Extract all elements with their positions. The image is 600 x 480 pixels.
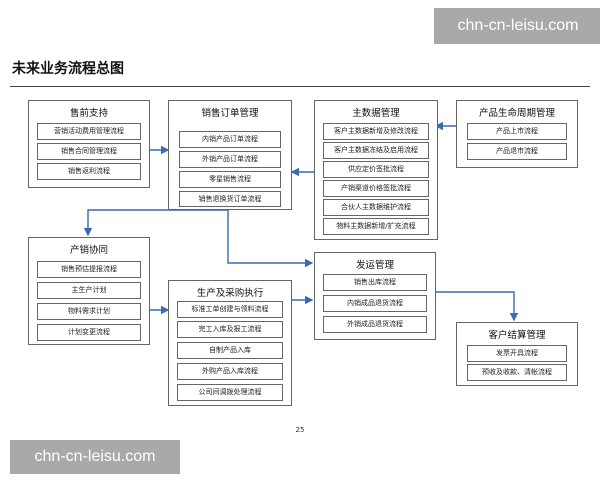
title-divider	[10, 86, 590, 87]
group-customer-settlement-management: 客户结算管理 发票开具流程 预收及收款、清帐流程	[456, 322, 578, 386]
group-presales-support: 售前支持 营销活动费用管理流程 销售合同管理流程 销售返利流程	[28, 100, 150, 188]
arrow-shipping-to-settlement	[434, 291, 519, 322]
page-number: 25	[295, 426, 305, 434]
process-item[interactable]: 物料需求计划	[37, 303, 141, 320]
process-item[interactable]: 销售退换货订单流程	[179, 191, 281, 207]
process-item[interactable]: 零星销售流程	[179, 171, 281, 188]
group-title: 发运管理	[355, 260, 394, 271]
process-item[interactable]: 销售预估提报流程	[37, 261, 141, 278]
group-title: 销售订单管理	[201, 108, 259, 119]
process-item[interactable]: 自制产品入库	[177, 342, 283, 359]
process-item[interactable]: 外销成品退货流程	[323, 316, 427, 333]
process-item[interactable]: 产品退市流程	[467, 143, 567, 160]
process-item[interactable]: 外购产品入库流程	[177, 363, 283, 380]
process-item[interactable]: 预收及收款、清帐流程	[467, 364, 567, 381]
group-master-data-management: 主数据管理 客户主数据新增及修改流程 客户主数据冻结及启用流程 供应定价签批流程…	[314, 100, 438, 240]
process-item[interactable]: 标准工单创建与领料流程	[177, 301, 283, 318]
process-item[interactable]: 发票开具流程	[467, 345, 567, 362]
process-item[interactable]: 营销活动费用管理流程	[37, 123, 141, 140]
group-title: 客户结算管理	[488, 330, 546, 341]
watermark-bottom: chn-cn-leisu.com	[10, 440, 180, 474]
process-item[interactable]: 完工入库及报工流程	[177, 321, 283, 338]
process-item[interactable]: 客户主数据新增及修改流程	[323, 123, 429, 140]
process-item[interactable]: 产销渠道价格签批流程	[323, 180, 429, 197]
process-item[interactable]: 供应定价签批流程	[323, 161, 429, 178]
watermark-top: chn-cn-leisu.com	[434, 8, 600, 44]
group-title: 主数据管理	[352, 108, 400, 119]
group-title: 售前支持	[69, 108, 108, 119]
process-item[interactable]: 内销产品订单流程	[179, 131, 281, 148]
process-item[interactable]: 计划变更流程	[37, 324, 141, 341]
group-production-sales-coordination: 产销协同 销售预估提报流程 主生产计划 物料需求计划 计划变更流程	[28, 237, 150, 345]
process-item[interactable]: 销售合同管理流程	[37, 143, 141, 160]
group-title: 产品生命周期管理	[478, 108, 555, 119]
group-production-procurement-execution: 生产及采购执行 标准工单创建与领料流程 完工入库及报工流程 自制产品入库 外购产…	[168, 280, 292, 406]
arrow-order-to-shipping	[227, 208, 314, 268]
process-item[interactable]: 销售出库流程	[323, 274, 427, 291]
process-item[interactable]: 公司间调拨处理流程	[177, 384, 283, 401]
group-title: 生产及采购执行	[196, 288, 264, 299]
group-title: 产销协同	[69, 245, 108, 256]
process-item[interactable]: 产品上市流程	[467, 123, 567, 140]
process-item[interactable]: 客户主数据冻结及启用流程	[323, 142, 429, 159]
page-title: 未来业务流程总图	[12, 61, 124, 77]
process-item[interactable]: 内销成品退货流程	[323, 295, 427, 312]
process-item[interactable]: 合伙人主数据维护流程	[323, 199, 429, 216]
group-product-lifecycle-management: 产品生命周期管理 产品上市流程 产品退市流程	[456, 100, 578, 168]
group-shipping-management: 发运管理 销售出库流程 内销成品退货流程 外销成品退货流程	[314, 252, 436, 340]
process-item[interactable]: 主生产计划	[37, 282, 141, 299]
arrow-order-to-coordination	[83, 208, 229, 237]
group-sales-order-management: 销售订单管理 内销产品订单流程 外销产品订单流程 零星销售流程 销售退换货订单流…	[168, 100, 292, 210]
process-item[interactable]: 物料主数据新增/扩充流程	[323, 218, 429, 235]
process-item[interactable]: 外销产品订单流程	[179, 151, 281, 168]
process-item[interactable]: 销售返利流程	[37, 163, 141, 180]
